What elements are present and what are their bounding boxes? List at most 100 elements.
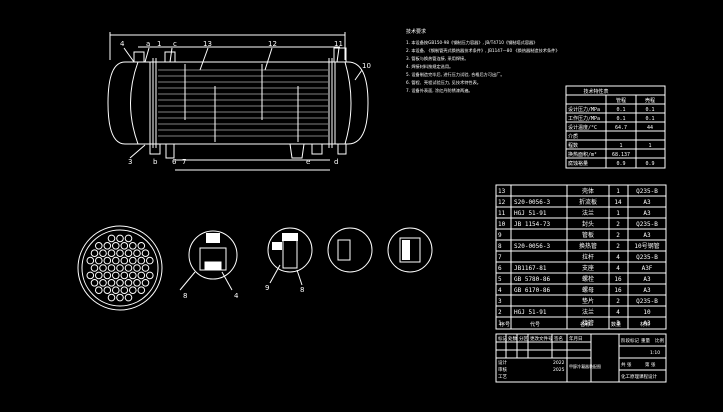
note-line: 5. 设备制造完毕后, 进行压力试验, 合格后方可出厂。 [406, 71, 505, 78]
bom-cell-name: 换热管 [579, 242, 597, 250]
bom-cell-qty: 1 [616, 188, 620, 195]
bom-cell-no: 5 [498, 276, 502, 283]
bom-cell-no: 8 [498, 243, 502, 250]
bom-cell-material: A3 [643, 287, 651, 294]
detail-label-4: 4 [234, 292, 239, 300]
tube-hole [129, 256, 137, 265]
bom-cell-qty: 14 [614, 199, 622, 206]
bom-cell-qty: 16 [614, 287, 622, 294]
tube-hole [129, 286, 137, 295]
bom-cell-material: A3 [643, 199, 651, 206]
tube-hole [120, 242, 129, 250]
bom-cell-qty: 3 [616, 320, 620, 327]
bom-cell-material: A3 [643, 276, 651, 283]
bom-footer-cell: 名称 [580, 321, 590, 328]
tb-drawing-title: 甲醇冷凝器装配图 [569, 363, 601, 369]
tube-layout-view [77, 225, 163, 311]
bom-cell-no: 9 [498, 232, 502, 239]
bom-footer-cell: 材料 [640, 321, 650, 328]
tube-hole [124, 293, 133, 302]
spec-cell-label: 设计温度/°C [568, 124, 597, 131]
tb-scale: 1:10 [650, 350, 660, 356]
note-line: 4. 焊接材料按规定选用。 [406, 63, 453, 70]
tube-hole [99, 264, 107, 272]
bom-cell-name: 管板 [582, 231, 594, 239]
tb-code: 2025 [553, 367, 565, 373]
bom-cell-code: JB1167-81 [514, 265, 547, 272]
bom-cell-code: S20-0056-3 [514, 243, 551, 250]
spec-cell-tube: 0.1 [616, 107, 625, 113]
tube-hole [90, 249, 99, 257]
bom-cell-qty: 4 [616, 254, 620, 261]
tube-hole [103, 242, 112, 250]
bom-cell-name: 壳体 [582, 187, 594, 195]
bom-cell-code: JB 1154-73 [514, 221, 551, 228]
tb-school: 化工原理课程设计 [621, 373, 657, 380]
bom-cell-name: 法兰 [582, 308, 594, 316]
tube-hole [141, 249, 150, 257]
tube-hole [90, 279, 99, 287]
spec-cell-label: 腐蚀裕量 [568, 160, 588, 167]
bom-cell-name: 螺母 [582, 286, 594, 294]
bom-cell-no: 10 [498, 221, 506, 228]
bom-cell-no: 6 [498, 265, 502, 272]
bom-cell-material: A3 [643, 320, 651, 327]
spec-cell-shell: 1 [648, 143, 651, 149]
bom-cell-qty: 1 [616, 210, 620, 217]
tube-hole [120, 286, 129, 295]
tube-hole [137, 242, 146, 250]
tb-sheet: 共 张 [621, 361, 632, 368]
tb-left: 标记 [498, 335, 507, 342]
bom-cell-no: 12 [498, 199, 506, 206]
tube-hole [95, 271, 103, 280]
bom-cell-material: A3 [643, 232, 651, 239]
balloon-6: 6 [172, 158, 177, 166]
tube-hole [129, 271, 137, 280]
bom-cell-material: 10号钢管 [634, 242, 659, 250]
spec-header: 管程 [616, 97, 626, 104]
balloon-10: 10 [362, 62, 371, 70]
tube-hole [107, 279, 116, 287]
bom-cell-qty: 4 [616, 265, 620, 272]
tube-hole [90, 264, 99, 272]
bom-cell-qty: 4 [616, 309, 620, 316]
bom-cell-material: Q235-B [636, 298, 658, 305]
tb-sheet: 第 张 [645, 361, 656, 368]
tube-hole [116, 249, 124, 257]
spec-cell-tube: 0.9 [616, 161, 625, 167]
detail-label-9: 9 [265, 284, 269, 292]
detail-view-4 [387, 227, 433, 273]
bom-cell-name: 拉杆 [582, 253, 594, 261]
spec-cell-shell: 44 [647, 125, 653, 131]
bom-cell-material: Q235-B [636, 188, 658, 195]
note-line: 7. 设备外表面, 涂红丹防锈漆两遍。 [406, 87, 473, 94]
notes-title: 技术要求 [406, 28, 426, 35]
technical-notes: 技术要求 1. 本设备按GB150-98《钢制压力容器》, JB/T4710《钢… [406, 28, 560, 94]
tb-role: 审核 [498, 366, 507, 373]
spec-cell-label: 设计压力/MPa [568, 106, 600, 113]
balloon-13: 13 [203, 40, 212, 48]
balloon-c: c [173, 40, 177, 48]
bom-cell-no: 11 [498, 210, 506, 217]
balloon-1: 1 [157, 40, 161, 48]
vessel-main-view [107, 32, 369, 171]
tb-left: 更改文件号 [530, 335, 553, 342]
tube-hole [95, 256, 103, 265]
tube-hole [120, 271, 129, 280]
tube-hole [116, 279, 124, 287]
spec-cell-tube: 1 [619, 143, 622, 149]
bom-cell-material: Q235-B [636, 254, 658, 261]
tube-hole [116, 264, 124, 272]
tb-code: 2022 [553, 360, 565, 366]
bom-cell-code: S20-0056-3 [514, 199, 551, 206]
tube-hole [95, 242, 103, 250]
tube-hole [86, 256, 95, 265]
bom-cell-code: GB 5780-86 [514, 276, 551, 283]
spec-table-grid [565, 85, 666, 169]
tb-right: 比例 [655, 337, 664, 344]
tube-hole [146, 256, 154, 265]
bom-cell-name: 支座 [582, 264, 594, 272]
note-line: 2. 本设备, 《钢制管壳式换热器技术条件》, JB1147—80 《换热器制造… [406, 47, 560, 54]
note-line: 6. 管程、壳程试验压力, 见技术特性表。 [406, 79, 481, 86]
